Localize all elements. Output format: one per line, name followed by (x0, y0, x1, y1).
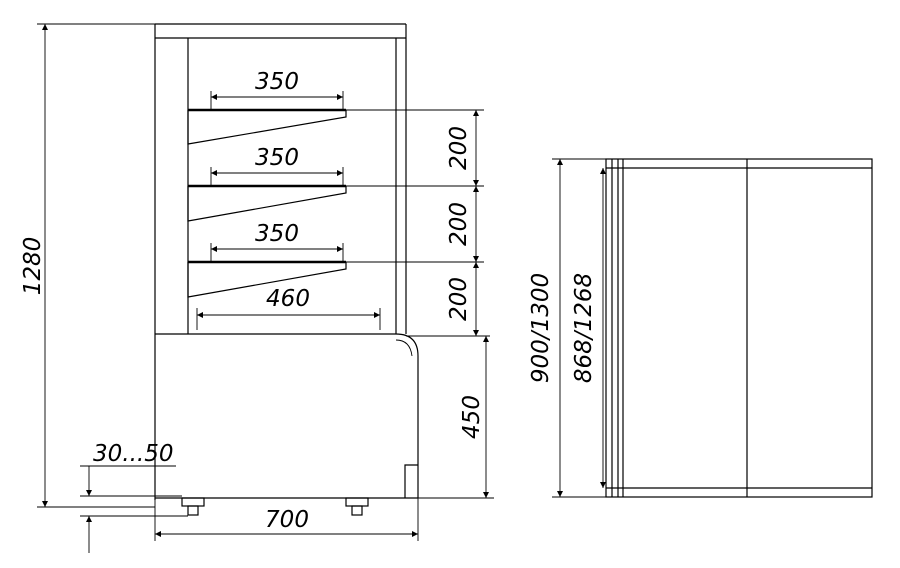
adjustable-foot-right (345, 497, 369, 516)
dimension-shelf-depth-1: 350 (210, 69, 344, 110)
adjustable-foot-left (181, 497, 205, 516)
shelf-spacing-1-label: 200 (446, 126, 472, 170)
dimension-foot-adjust: 30...50 (80, 441, 188, 553)
shelf-2 (187, 184, 347, 222)
dimension-shelf-depth-3: 350 (210, 221, 344, 262)
dimension-overall-height: 1280 (20, 23, 155, 508)
outer-length-label: 900/1300 (528, 273, 554, 383)
overall-height-label: 1280 (20, 237, 46, 296)
foot-adjust-label: 30...50 (93, 441, 173, 467)
shelf-spacing-3-label: 200 (446, 277, 472, 321)
width-label: 700 (265, 507, 309, 533)
inner-length-label: 868/1268 (571, 273, 597, 383)
dimension-base-depth: 460 (196, 286, 381, 330)
shelf-depth-1-label: 350 (255, 69, 299, 95)
shelf-3 (187, 260, 347, 298)
dimension-width: 700 (154, 498, 419, 541)
shelf-spacing-2-label: 200 (446, 202, 472, 246)
shelf-depth-3-label: 350 (255, 221, 299, 247)
dimension-inner-length: 868/1268 (571, 168, 606, 488)
shelf-depth-2-label: 350 (255, 145, 299, 171)
base-depth-label: 460 (266, 286, 310, 312)
dimension-shelf-spacing: 200 200 200 (346, 109, 490, 337)
dimension-outer-length: 900/1300 (528, 158, 606, 498)
shelf-1 (187, 108, 347, 145)
dimension-shelf-depth-2: 350 (210, 145, 344, 186)
base-height-label: 450 (459, 395, 485, 439)
dimension-base-height: 450 (418, 336, 494, 499)
cabinet-side-view (605, 158, 873, 498)
